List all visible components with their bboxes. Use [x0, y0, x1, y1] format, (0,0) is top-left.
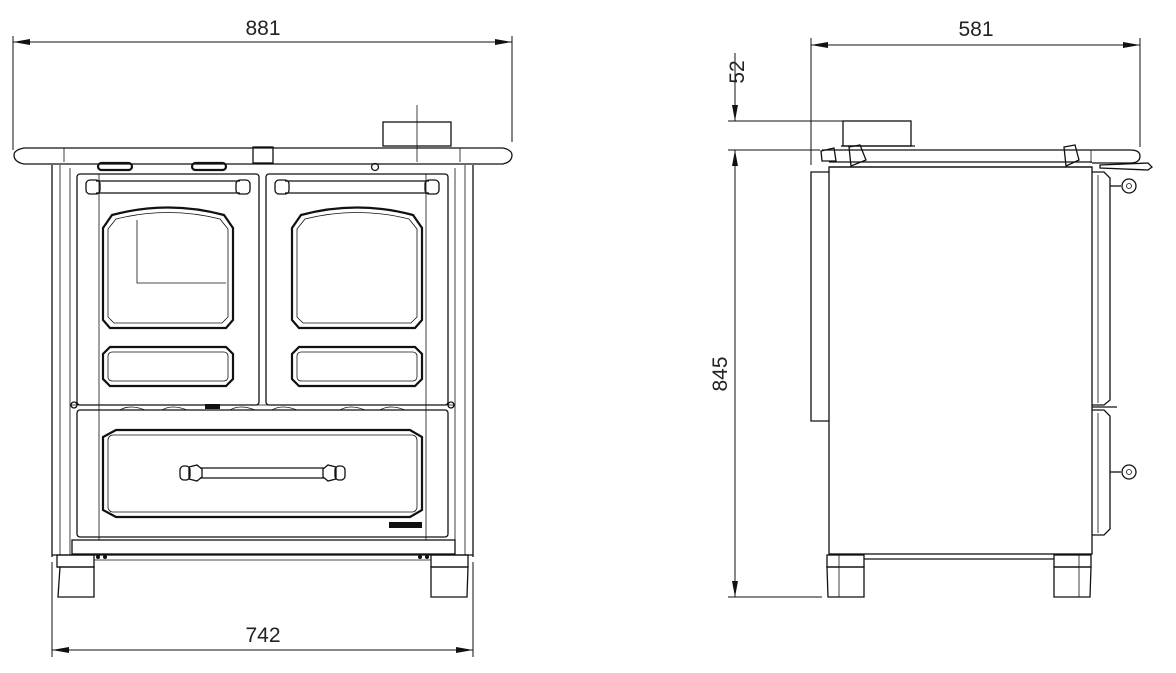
- brand-plate: [389, 522, 422, 528]
- dimension-overall-depth: 581: [810, 18, 1141, 165]
- dimension-body-height: 845: [709, 150, 822, 598]
- front-base: [52, 539, 473, 561]
- right-door: [265, 173, 449, 406]
- dimension-label-881: 881: [245, 17, 280, 40]
- side-door-upper: [1092, 171, 1137, 406]
- cooktop-rail: [13, 146, 513, 172]
- side-door-lower: [1092, 409, 1137, 536]
- front-right-foot: [430, 554, 469, 598]
- dimension-label-52: 52: [726, 60, 749, 83]
- side-right-foot: [1053, 554, 1092, 598]
- side-front-panel: [810, 171, 829, 422]
- side-view: 581 52 845: [709, 18, 1153, 598]
- dimension-label-845: 845: [709, 356, 732, 391]
- left-door: [76, 173, 260, 406]
- front-view: 881: [12, 17, 513, 657]
- drawer-handle: [179, 464, 346, 482]
- air-vent-strip: [70, 401, 455, 411]
- dimension-overall-width: 881: [12, 17, 513, 150]
- side-body-panel: [828, 166, 1093, 555]
- side-left-foot: [826, 554, 865, 598]
- dimension-flue-height: 52: [726, 53, 843, 166]
- front-body-frame: [51, 165, 474, 557]
- side-flue-collar: [842, 120, 912, 147]
- dimension-base-width: 742: [51, 562, 474, 657]
- ash-drawer: [76, 409, 449, 538]
- side-cooktop-rail: [820, 144, 1153, 171]
- dimension-label-742: 742: [245, 624, 280, 647]
- dimension-label-581: 581: [958, 18, 993, 41]
- front-left-foot: [56, 554, 95, 598]
